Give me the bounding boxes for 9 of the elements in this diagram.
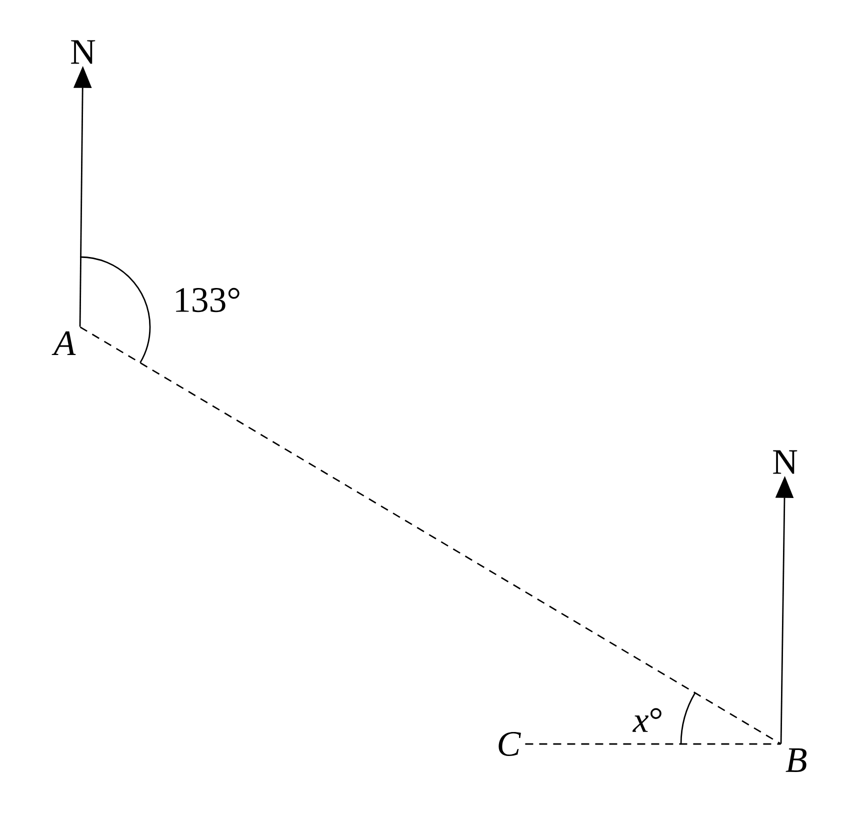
point-label: B xyxy=(786,748,806,772)
angle-label: x° xyxy=(632,708,662,732)
point-label: C xyxy=(498,732,521,756)
north-label: N xyxy=(773,450,798,474)
point-label: A xyxy=(52,331,76,356)
angle-label: 133° xyxy=(176,288,240,312)
north-label: N xyxy=(71,40,96,64)
dashed-line xyxy=(525,743,781,745)
dashed-line xyxy=(80,326,782,744)
